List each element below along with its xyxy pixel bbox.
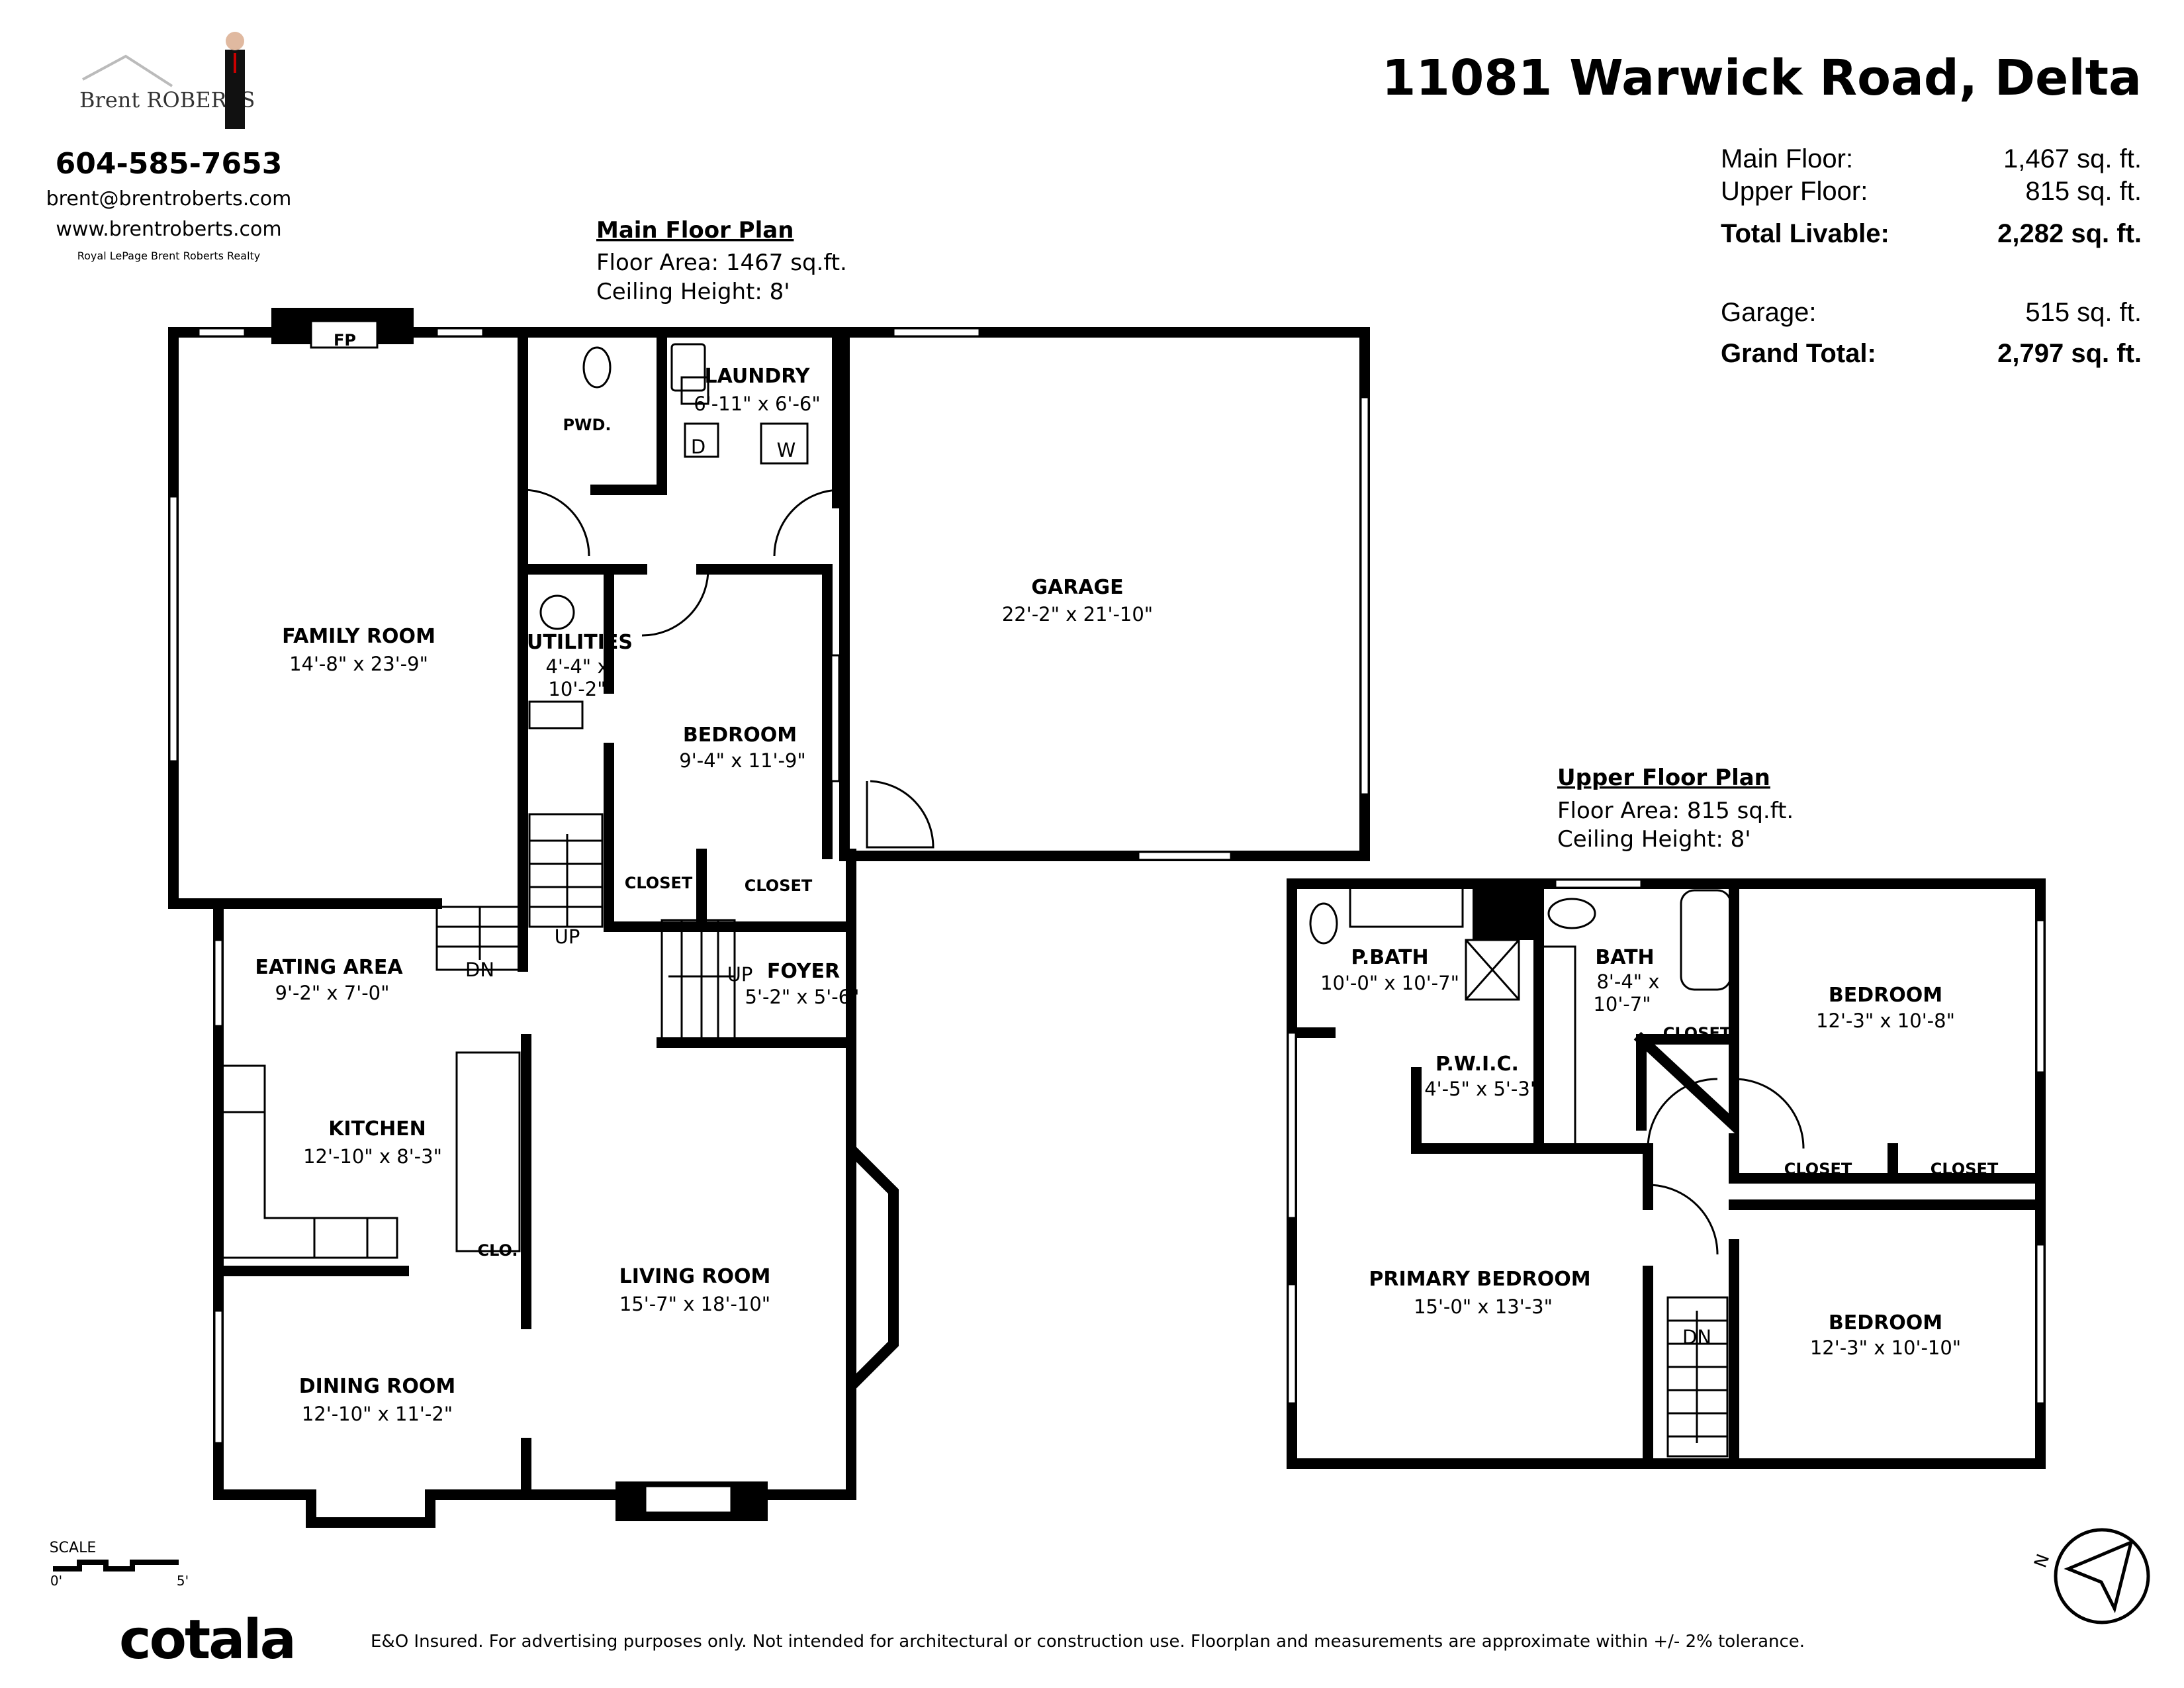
main-floor-ceiling: Ceiling Height: 8'	[596, 279, 790, 305]
room-name: KITCHEN	[328, 1117, 426, 1141]
room-dims: 5'-2" x 5'-6"	[745, 986, 860, 1008]
room-name: LAUNDRY	[705, 365, 811, 388]
room-name: PRIMARY BEDROOM	[1369, 1268, 1590, 1291]
shower-icon	[1465, 939, 1520, 1001]
property-address-title: 11081 Warwick Road, Delta	[1382, 50, 2142, 107]
brokerage: Royal LePage Brent Roberts Realty	[77, 250, 261, 262]
main-floor-area: Floor Area: 1467 sq.ft.	[596, 250, 847, 276]
room-dims: 6'-11" x 6'-6"	[694, 393, 820, 415]
stair-up-label: UP	[727, 963, 753, 986]
room-name: CLOSET	[745, 876, 813, 895]
room-name: FAMILY ROOM	[282, 625, 435, 648]
room-name: BATH	[1595, 946, 1654, 969]
room-dims: 4'-4" x	[545, 655, 608, 678]
agent-email: brent@brentroberts.com	[46, 187, 292, 211]
stair-down-label: DN	[1682, 1326, 1711, 1348]
room-dims: 9'-2" x 7'-0"	[275, 982, 390, 1004]
washer	[760, 422, 809, 465]
summary-value: 2,797 sq. ft.	[1997, 339, 2142, 368]
summary-value: 815 sq. ft.	[2025, 177, 2142, 206]
toilet-icon	[582, 346, 612, 389]
room-dims: 12'-10" x 11'-2"	[302, 1403, 453, 1425]
room-dims: 10'-0" x 10'-7"	[1320, 972, 1459, 994]
room-dims: 14'-8" x 23'-9"	[289, 653, 428, 675]
room-name: BEDROOM	[683, 724, 797, 747]
room-dims: 8'-4" x	[1596, 970, 1659, 993]
main-floor-plan: D W	[168, 308, 1370, 1528]
summary-value: 1,467 sq. ft.	[2003, 144, 2142, 173]
room-name: P.BATH	[1351, 946, 1428, 969]
room-dims: 15'-0" x 13'-3"	[1414, 1295, 1553, 1318]
scale-bar: SCALE 0' 5'	[50, 1540, 189, 1589]
summary-value: 515 sq. ft.	[2025, 298, 2142, 327]
upper-floor-plan	[1287, 878, 2046, 1469]
compass-north-label: N	[2030, 1552, 2054, 1571]
area-summary: Main Floor: 1,467 sq. ft. Upper Floor: 8…	[1721, 144, 2142, 368]
toilet-icon	[1547, 898, 1596, 929]
upper-floor-area: Floor Area: 815 sq.ft.	[1557, 798, 1794, 824]
room-name: UTILITIES	[527, 631, 633, 654]
room-name: CLOSET	[625, 874, 693, 892]
upper-floor-heading: Upper Floor Plan	[1557, 765, 1770, 791]
stair-up-label: UP	[555, 925, 580, 948]
room-name: EATING AREA	[255, 956, 403, 979]
room-dims: 22'-2" x 21'-10"	[1002, 603, 1153, 626]
room-name: CLOSET	[1931, 1160, 1999, 1178]
room-name: PWD.	[563, 416, 611, 434]
scale-label: SCALE	[50, 1540, 97, 1556]
room-dims: 12'-3" x 10'-8"	[1816, 1009, 1955, 1032]
room-dims: 15'-7" x 18'-10"	[619, 1293, 770, 1315]
fireplace-label: FP	[677, 1491, 700, 1509]
room-dims: 10'-2"	[548, 678, 606, 700]
room-name: CLOSET	[1663, 1024, 1731, 1043]
summary-label: Grand Total:	[1721, 339, 1876, 368]
summary-value: 2,282 sq. ft.	[1997, 219, 2142, 248]
bathtub-icon	[1680, 889, 1732, 991]
room-dims: 9'-4" x 11'-9"	[679, 749, 805, 772]
upper-floor-ceiling: Ceiling Height: 8'	[1557, 826, 1751, 853]
room-name: LIVING ROOM	[619, 1265, 771, 1288]
north-compass-icon: N	[2030, 1528, 2150, 1624]
room-name: CLO.	[477, 1241, 518, 1260]
brent-roberts-logo: Brent ROBERTS	[79, 32, 255, 129]
summary-label: Garage:	[1721, 298, 1817, 327]
room-name: BEDROOM	[1829, 1311, 1942, 1335]
room-name: FOYER	[767, 960, 840, 983]
agent-phone: 604-585-7653	[56, 147, 283, 181]
room-name: BEDROOM	[1829, 984, 1942, 1007]
water-heater-icon	[539, 594, 575, 630]
dryer-label: D	[691, 436, 705, 458]
sink	[670, 343, 706, 392]
room-dims: 10'-7"	[1593, 993, 1651, 1015]
kitchen-sink	[217, 1064, 266, 1113]
washer-label: W	[777, 439, 796, 461]
room-name: CLOSET	[1784, 1160, 1852, 1178]
main-floor-heading: Main Floor Plan	[596, 217, 794, 244]
room-dims: 12'-3" x 10'-10"	[1810, 1336, 1961, 1359]
scale-start: 0'	[50, 1573, 62, 1589]
room-name: P.W.I.C.	[1435, 1053, 1519, 1076]
summary-label: Total Livable:	[1721, 219, 1889, 248]
room-name: GARAGE	[1031, 576, 1123, 599]
summary-label: Upper Floor:	[1721, 177, 1868, 206]
toilet-icon	[1309, 902, 1338, 945]
stair-down-label: DN	[465, 959, 494, 981]
scale-end: 5'	[177, 1573, 189, 1589]
room-dims: 12'-10" x 8'-3"	[303, 1145, 442, 1168]
stove	[313, 1217, 369, 1259]
agent-website: www.brentroberts.com	[56, 218, 281, 241]
room-name: DINING ROOM	[299, 1375, 455, 1398]
fireplace-label: FP	[334, 331, 356, 350]
cotala-logo: cotala	[119, 1609, 295, 1671]
summary-label: Main Floor:	[1721, 144, 1853, 173]
disclaimer: E&O Insured. For advertising purposes on…	[371, 1632, 1805, 1652]
room-dims: 4'-5" x 5'-3'	[1424, 1078, 1535, 1100]
